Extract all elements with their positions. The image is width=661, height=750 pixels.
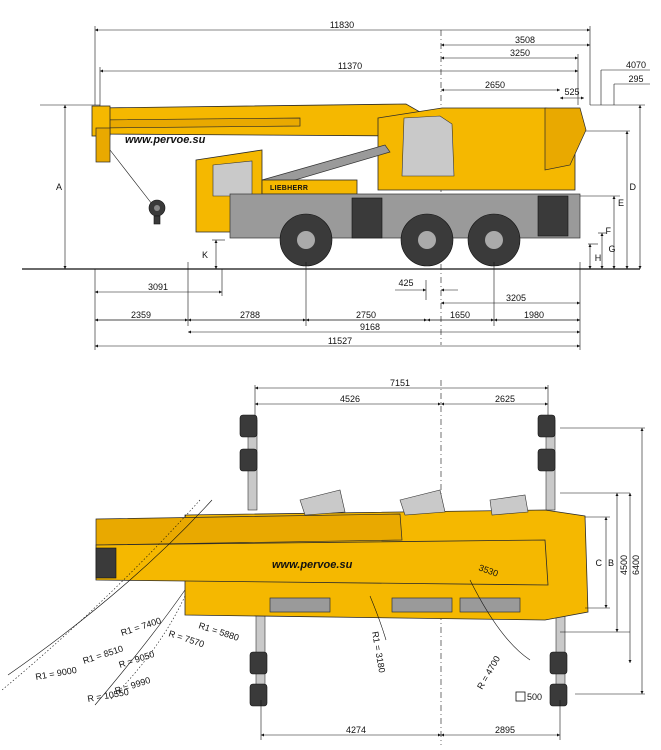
top-view: 7151 4526 2625	[1, 378, 645, 745]
height-E: E	[618, 198, 624, 208]
dim-295: 295	[628, 74, 643, 84]
dim-9168: 9168	[360, 322, 380, 332]
dim-11527: 11527	[328, 336, 352, 346]
radius-R1-9000: R1 = 9000	[35, 665, 78, 682]
top-view-top-dimensions: 7151 4526 2625	[254, 378, 549, 420]
top-width-dimensions: C B 4500 6400	[560, 427, 645, 695]
top-view-bottom-dimensions: 4274 2895	[260, 700, 561, 740]
height-H: H	[595, 253, 602, 263]
height-G: G	[608, 244, 615, 254]
dim-4274: 4274	[346, 725, 366, 735]
dim-1650: 1650	[450, 310, 470, 320]
top-watermark: www.pervoe.su	[272, 559, 353, 571]
height-F: F	[606, 226, 612, 236]
dim-3091: 3091	[148, 282, 168, 292]
dim-2359: 2359	[131, 310, 151, 320]
dim-11830: 11830	[330, 20, 354, 30]
dim-425: 425	[398, 278, 413, 288]
dim-3508: 3508	[515, 35, 535, 45]
dim-1980: 1980	[524, 310, 544, 320]
height-A: A	[56, 182, 62, 192]
width-B: B	[608, 558, 614, 568]
dim-11370: 11370	[338, 61, 362, 71]
crane-side-illustration: LIEBHERR www.pervoe.su	[91, 103, 587, 267]
height-K: K	[202, 250, 208, 260]
pad-square	[515, 691, 526, 702]
radius-R1-3180: R1 = 3180	[370, 631, 387, 674]
pad-size: 500	[527, 692, 542, 702]
dim-525: 525	[564, 87, 579, 97]
width-6400: 6400	[631, 555, 641, 575]
crane-top-illustration: www.pervoe.su	[95, 489, 589, 621]
radius-R1-7400: R1 = 7400	[120, 615, 163, 637]
brand-label: LIEBHERR	[270, 185, 308, 192]
radius-R-4700: R = 4700	[475, 654, 502, 691]
outriggers	[239, 414, 568, 707]
radius-R-10550: R = 10550	[87, 687, 130, 704]
dim-2895: 2895	[495, 725, 515, 735]
dim-3250: 3250	[510, 48, 530, 58]
width-C: C	[596, 558, 603, 568]
dim-7151: 7151	[390, 378, 410, 388]
dim-3205: 3205	[506, 293, 526, 303]
dim-4070: 4070	[626, 60, 646, 70]
side-bottom-dimensions: 3091 425 3205 2359 2788 2750 1650 1980 9…	[94, 262, 581, 350]
side-top-dimensions: 11830 3508 3250 11370 4070 295 2650 525	[94, 20, 650, 108]
side-height-dimensions: A D E F G H K	[40, 104, 645, 269]
dim-4526: 4526	[340, 394, 360, 404]
dim-2625: 2625	[495, 394, 515, 404]
width-4500: 4500	[619, 555, 629, 575]
dim-2650: 2650	[485, 80, 505, 90]
side-view: 11830 3508 3250 11370 4070 295 2650 525	[22, 20, 650, 350]
height-D: D	[630, 182, 637, 192]
side-watermark: www.pervoe.su	[125, 134, 206, 146]
dim-2788: 2788	[240, 310, 260, 320]
radius-R-7570: R = 7570	[167, 628, 205, 649]
dim-2750: 2750	[356, 310, 376, 320]
